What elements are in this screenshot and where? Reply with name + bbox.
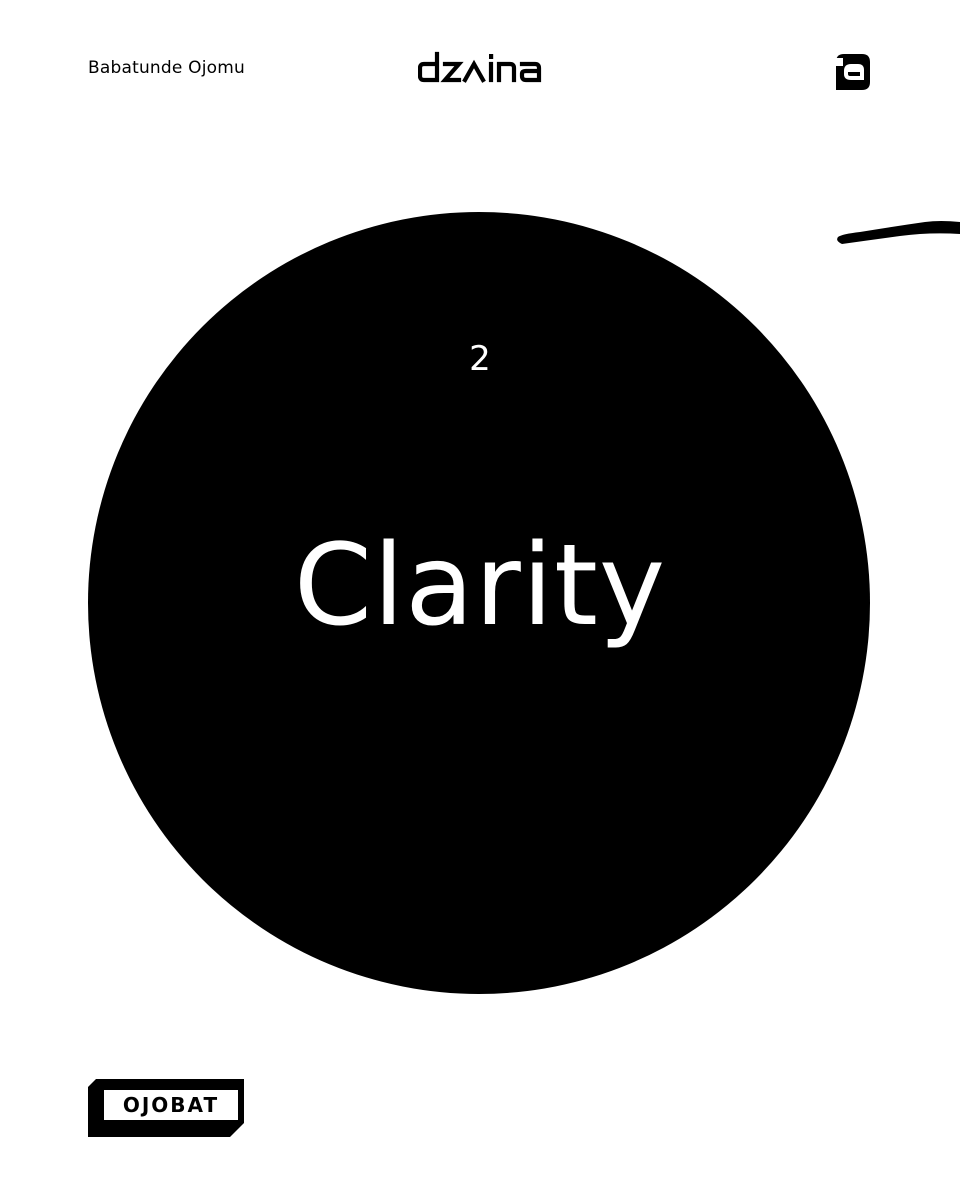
monogram-logo-icon <box>836 54 870 90</box>
cover-circle <box>88 212 870 994</box>
author-name: Babatunde Ojomu <box>88 58 245 78</box>
cover-title: Clarity <box>293 521 667 651</box>
brush-stroke-icon <box>837 221 960 244</box>
issue-number: 2 <box>469 339 491 379</box>
brand-wordmark-logo <box>418 51 542 83</box>
publisher-badge-label: OJOBAT <box>122 1093 220 1117</box>
publisher-badge <box>88 1079 244 1137</box>
